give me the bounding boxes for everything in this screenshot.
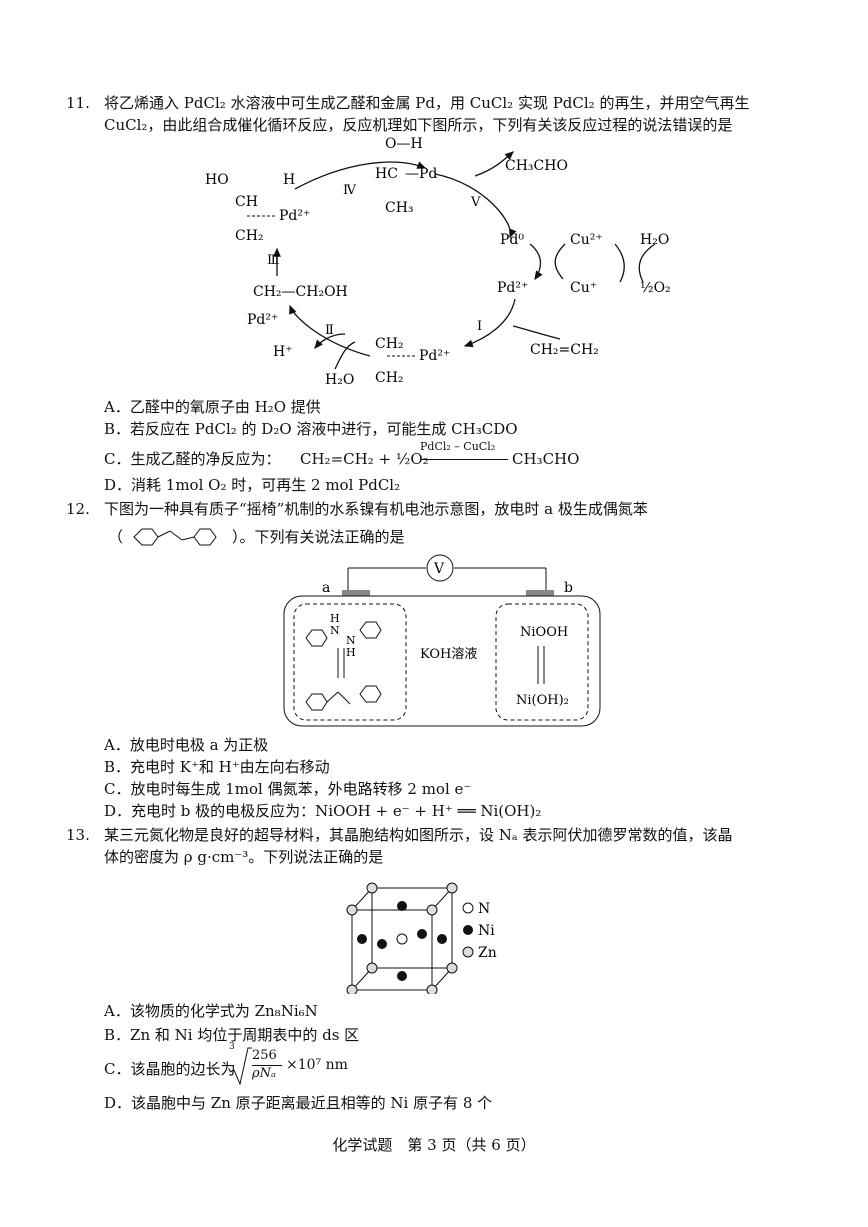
pd-label: Pd²⁺ (247, 312, 278, 328)
voltmeter-label: V (433, 561, 445, 577)
question-stem: 下图为一种具有质子“摇椅”机制的水系镍有机电池示意图，放电时 a 极生成偶氮苯 (104, 500, 648, 518)
legend-ni: Ni (478, 923, 495, 939)
ch2-label: CH₂ (375, 336, 404, 352)
cube-root-expression: 3 256 ρNₐ ×10⁷ nm (228, 1042, 348, 1086)
crystal-cell-diagram: N Ni Zn (346, 882, 497, 994)
root-numerator: 256 (252, 1048, 277, 1063)
question-stem: 某三元氮化物是良好的超导材料，其晶胞结构如图所示，设 Nₐ 表示阿伏加德罗常数的… (104, 826, 733, 844)
ho-label: HO (205, 172, 229, 188)
option-d: D．消耗 1mol O₂ 时，可再生 2 mol PdCl₂ (104, 476, 401, 494)
ch-label: CH (235, 194, 258, 210)
step-label: Ⅰ (477, 319, 482, 334)
legend-zn: Zn (478, 945, 497, 961)
legend-n: N (478, 901, 490, 917)
question-number: 11. (66, 94, 90, 112)
step-label: Ⅱ (325, 323, 334, 338)
hydrogen-label: H (346, 646, 356, 659)
pd2-label: Pd²⁺ (497, 280, 528, 296)
equation-lhs: CH₂=CH₂ + ½O₂ (300, 450, 429, 468)
h-label: H (283, 172, 295, 188)
option-b: B．充电时 K⁺和 H⁺由左向右移动 (104, 758, 330, 776)
pd-label: Pd²⁺ (279, 208, 310, 224)
azobenzene-icon (133, 528, 217, 546)
electrode-b-label: b (564, 580, 573, 596)
hc-label: HC (375, 166, 398, 182)
option-a: A．放电时电极 a 为正极 (104, 736, 269, 754)
question-stem: 体的密度为 ρ g·cm⁻³。下列说法正确的是 (104, 848, 384, 866)
reaction-arrow (420, 459, 508, 460)
question-stem: ）。下列有关说法正确的是 (232, 528, 405, 546)
ch3-label: CH₃ (385, 200, 414, 216)
option-d: D．充电时 b 极的电极反应为：NiOOH + e⁻ + H⁺ ══ Ni(OH… (104, 802, 542, 820)
intermediate-label: CH₂—CH₂OH (253, 284, 348, 300)
h2o-label: H₂O (325, 372, 354, 388)
root-factor: ×10⁷ nm (286, 1057, 348, 1073)
niooh-label: NiOOH (520, 625, 568, 640)
h2o-label: H₂O (640, 232, 669, 248)
paren: （ (108, 528, 124, 546)
nitrogen-label: N (330, 624, 340, 637)
question-stem: 将乙烯通入 PdCl₂ 水溶液中可生成乙醛和金属 Pd，用 CuCl₂ 实现 P… (104, 94, 750, 112)
ch2-label: CH₂ (375, 370, 404, 386)
option-c: C．该晶胞的边长为 (104, 1060, 236, 1078)
option-d: D．该晶胞中与 Zn 原子距离最近且相等的 Ni 原子有 8 个 (104, 1094, 493, 1112)
question-number: 13. (66, 826, 90, 844)
option-c: C．放电时每生成 1mol 偶氮苯，外电路转移 2 mol e⁻ (104, 780, 472, 798)
step-label: Ⅳ (343, 183, 357, 198)
cu2-label: Cu²⁺ (570, 232, 603, 248)
nioh2-label: Ni(OH)₂ (516, 693, 569, 708)
electrode-a-label: a (322, 580, 330, 596)
pd0-label: Pd⁰ (500, 232, 524, 248)
ethylene-label: CH₂=CH₂ (530, 342, 599, 358)
electrolyte-label: KOH溶液 (420, 647, 477, 662)
root-index: 3 (229, 1042, 235, 1052)
hplus-label: H⁺ (273, 344, 293, 360)
option-b: B．Zn 和 Ni 均位于周期表中的 ds 区 (104, 1026, 360, 1044)
equation-condition: PdCl₂ – CuCl₂ (420, 440, 496, 453)
question-stem: CuCl₂，由此组合成催化循环反应，反应机理如下图所示，下列有关该反应过程的说法… (104, 116, 733, 134)
option-b: B．若反应在 PdCl₂ 的 D₂O 溶液中进行，可能生成 CH₃CDO (104, 420, 518, 438)
step-label: Ⅴ (470, 195, 481, 210)
page-footer: 化学试题 第 3 页（共 6 页） (332, 1136, 536, 1154)
option-a: A．该物质的化学式为 Zn₈Ni₆N (104, 1002, 318, 1020)
nitrogen-label: N (346, 634, 356, 647)
cu1-label: Cu⁺ (570, 280, 597, 296)
catalytic-cycle-diagram: HO CH H Pd²⁺ CH₂ Ⅳ O—H HC —Pd CH₃ CH₃CHO… (205, 136, 671, 388)
step-label: Ⅲ (267, 253, 280, 268)
battery-diagram: V a b H N N H KOH溶液 NiOOH Ni(OH)₂ (283, 554, 601, 727)
pd-label: Pd²⁺ (419, 348, 450, 364)
hydrogen-label: H (330, 612, 340, 625)
product-label: CH₃CHO (505, 158, 568, 174)
root-denominator: ρNₐ (252, 1066, 276, 1081)
pd-label: —Pd (405, 166, 437, 182)
equation-rhs: CH₃CHO (512, 450, 580, 468)
radical-sign (229, 1047, 252, 1086)
ch2-label: CH₂ (235, 228, 264, 244)
o2-label: ½O₂ (640, 280, 671, 296)
question-number: 12. (66, 500, 90, 518)
option-c: C．生成乙醛的净反应为： (104, 450, 281, 468)
oh-label: O—H (385, 136, 423, 152)
option-a: A．乙醛中的氧原子由 H₂O 提供 (104, 398, 321, 416)
